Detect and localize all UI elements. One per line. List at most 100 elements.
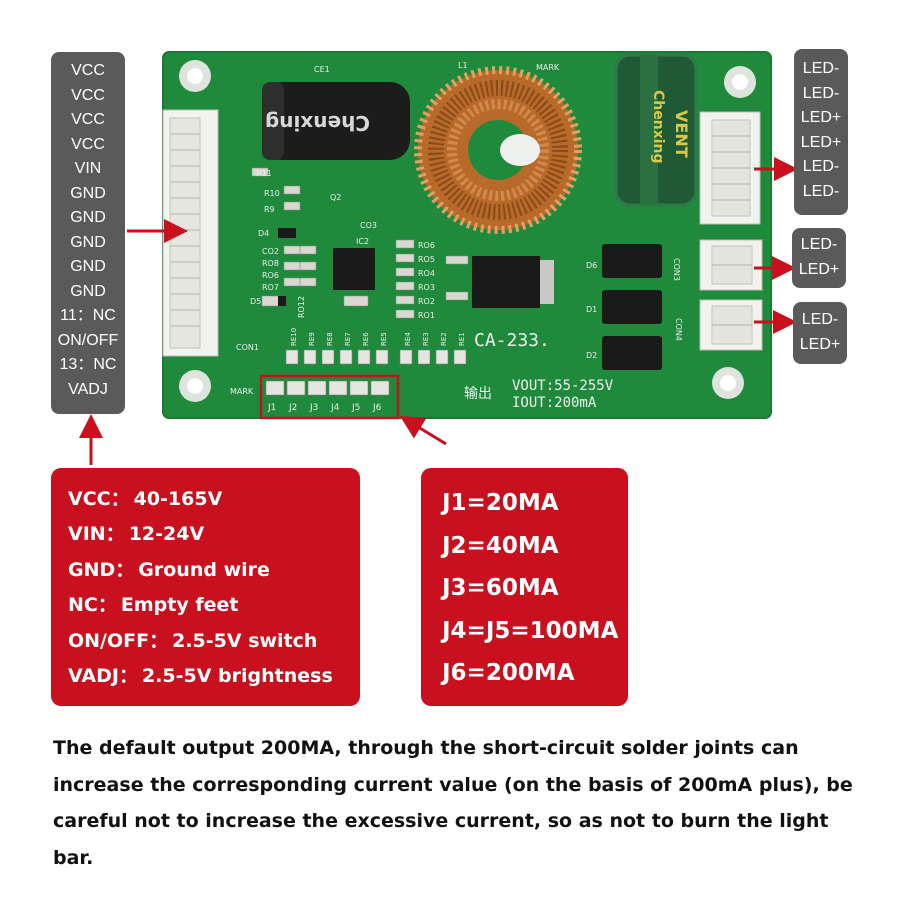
legend-value: 40-165V <box>133 488 223 510</box>
pin-label: 11：NC <box>60 307 116 324</box>
silk-jumper: J5 <box>351 403 360 413</box>
silk-ce1: CE1 <box>314 65 330 74</box>
pin-label: VIN <box>74 160 102 177</box>
black-capacitor: Chenxing <box>262 82 410 160</box>
pin-label: LED- <box>800 236 838 253</box>
mounting-hole-icon <box>179 370 211 402</box>
pin-legend-callout: VCC：40-165V VIN：12-24V GND：Ground wire N… <box>51 468 360 706</box>
legend-value: 2.5-5V switch <box>172 629 318 652</box>
silk-re: RE4 <box>404 332 412 346</box>
legend-row: NC：Empty feet <box>68 588 360 623</box>
silk-re: RE3 <box>422 332 430 346</box>
silk-left-ref: R11 <box>256 169 272 178</box>
re-pads <box>285 349 467 365</box>
silk-re: RE10 <box>290 328 298 346</box>
diode-d1 <box>602 290 662 324</box>
silk-right-ref: RO6 <box>418 241 435 250</box>
arrow-to-jumpers <box>399 415 447 446</box>
silk-re: RE2 <box>440 332 448 346</box>
jumper-current-callout: J1=20MA J2=40MA J3=60MA J4=J5=100MA J6=2… <box>421 468 628 706</box>
green-capacitor-series-label: VENT <box>672 110 691 158</box>
legend-row: VIN：12-24V <box>68 517 360 552</box>
legend-row: ON/OFF：2.5-5V switch <box>68 624 360 659</box>
jumper-highlight-box <box>259 374 400 420</box>
jumper-pads <box>265 380 390 396</box>
led-connector-con3 <box>699 239 763 291</box>
footer-note: The default output 200MA, through the sh… <box>53 737 853 869</box>
silk-con1: CON1 <box>236 343 259 352</box>
jumper-current-row: J4=J5=100MA <box>442 617 619 644</box>
board-output-label: 输出 <box>464 386 492 402</box>
silk-left-ref: RO7 <box>262 283 279 292</box>
pin-label: GND <box>70 209 106 226</box>
pin-label: GND <box>70 258 106 275</box>
con1-connector <box>162 109 219 357</box>
led-pin-labels-bottom: LED- LED+ <box>793 302 847 364</box>
silk-left-ref: CO2 <box>262 247 279 256</box>
silk-co3: CO3 <box>360 221 377 230</box>
legend-key: VCC： <box>68 488 130 510</box>
mounting-hole-icon <box>179 60 211 92</box>
silk-right-ref: RO3 <box>418 283 435 292</box>
pin-label: LED- <box>801 311 839 328</box>
con1-pin-labels: VCC VCC VCC VCC VIN GND GND GND GND GND … <box>51 52 125 414</box>
pin-label: GND <box>70 184 106 202</box>
silk-jumper: J6 <box>372 403 382 413</box>
pin-label: 13：NC <box>59 356 117 373</box>
silk-left-ref: RO6 <box>262 271 279 280</box>
silk-jumper: J2 <box>288 403 297 413</box>
silk-left-ref: R9 <box>264 205 275 214</box>
silk-mark-top: MARK <box>536 63 560 72</box>
silk-l1: L1 <box>458 61 468 70</box>
legend-value: 12-24V <box>128 523 205 546</box>
pin-label: VCC <box>71 111 105 128</box>
pin-label: ON/OFF <box>57 331 119 349</box>
silk-jumper: J3 <box>309 403 318 413</box>
diode-d2 <box>602 336 662 370</box>
silk-re: RE5 <box>380 332 388 346</box>
legend-row: VADJ：2.5-5V brightness <box>68 659 360 694</box>
legend-value: Empty feet <box>120 594 239 617</box>
silk-mark-bottom: MARK <box>230 387 254 396</box>
board-iout-label: IOUT:200mA <box>512 395 597 411</box>
silk-left-ref: D5 <box>250 297 261 306</box>
silk-re: RE9 <box>308 332 316 346</box>
silk-left-ref: RO12 <box>297 296 306 318</box>
pin-label: GND <box>70 282 106 300</box>
led-pin-labels-top: LED- LED- LED+ LED+ LED- LED- <box>794 49 848 215</box>
silk-re: RE8 <box>326 332 334 346</box>
ic2-chip <box>333 248 375 290</box>
diode-d6 <box>602 244 662 278</box>
jumper-current-row: J3=60MA <box>442 575 559 601</box>
jumper-current-row: J2=40MA <box>442 532 559 559</box>
silk-jumper: J1 <box>267 403 276 413</box>
silk-con4: CON4 <box>674 318 683 341</box>
silk-right-ref: RO1 <box>418 311 435 320</box>
silk-left-ref: R10 <box>264 189 280 198</box>
legend-key: GND： <box>68 558 135 581</box>
toroid-inductor <box>414 66 582 234</box>
mosfet <box>472 256 540 308</box>
mounting-hole-icon <box>724 66 756 98</box>
pin-label: LED+ <box>799 335 841 353</box>
legend-key: NC： <box>68 594 117 617</box>
pin-label: VCC <box>71 86 105 104</box>
legend-row: VCC：40-165V <box>68 482 360 517</box>
silk-con3: CON3 <box>672 258 681 281</box>
legend-value: Ground wire <box>138 558 270 581</box>
pin-label: LED- <box>802 84 840 102</box>
silk-re: RE7 <box>344 332 352 346</box>
pin-label: LED- <box>802 158 840 175</box>
pin-label: VCC <box>71 135 105 153</box>
pin-label: VCC <box>71 62 105 79</box>
legend-value: 2.5-5V brightness <box>141 664 333 687</box>
silk-right-ref: RO5 <box>418 255 435 264</box>
silk-jumper: J4 <box>330 403 340 413</box>
smd-resistors <box>251 167 469 319</box>
pin-label: GND <box>70 233 106 251</box>
silk-d6: D6 <box>586 261 597 270</box>
green-capacitor: Chenxing VENT <box>614 53 698 207</box>
green-capacitor-brand-label: Chenxing <box>650 90 666 164</box>
silk-right-ref: RO4 <box>418 269 435 278</box>
